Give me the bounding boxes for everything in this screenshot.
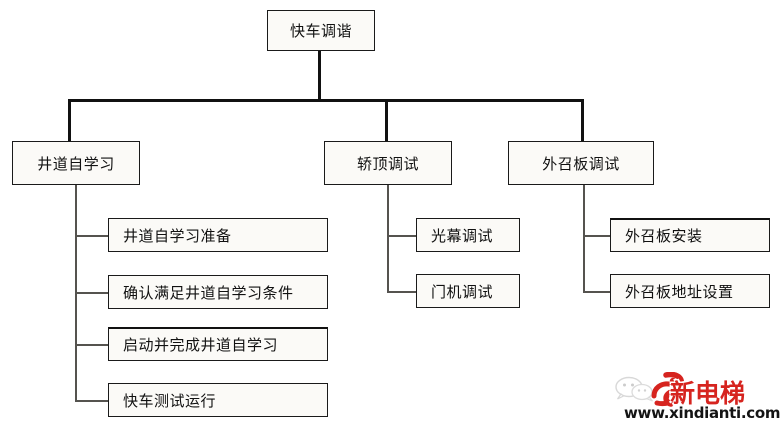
connector-spine-branch-3 xyxy=(583,185,585,293)
connector-stub-1-1 xyxy=(75,235,109,237)
connector-stub-1-4 xyxy=(75,400,109,402)
connector-stub-3-1 xyxy=(583,235,611,237)
node-root[interactable]: 快车调谐 xyxy=(267,10,375,51)
node-leaf-3-1[interactable]: 外召板安装 xyxy=(610,218,770,252)
connector-drop-branch-1 xyxy=(68,99,71,142)
node-leaf-1-4-label: 快车测试运行 xyxy=(123,392,217,410)
node-leaf-1-1-label: 井道自学习准备 xyxy=(123,227,232,245)
connector-root-stem xyxy=(318,51,321,100)
node-leaf-1-3[interactable]: 启动并完成井道自学习 xyxy=(108,327,328,361)
node-leaf-1-3-label: 启动并完成井道自学习 xyxy=(123,337,279,354)
wechat-bubble-icon xyxy=(615,376,653,402)
brand-mark-icon xyxy=(651,372,685,407)
connector-stub-2-2 xyxy=(387,291,417,293)
watermark-url-text: www.xindianti.com xyxy=(624,404,781,422)
node-leaf-2-2-label: 门机调试 xyxy=(431,283,494,301)
connector-drop-branch-3 xyxy=(581,99,584,142)
node-root-label: 快车调谐 xyxy=(289,23,352,40)
node-leaf-1-2-label: 确认满足井道自学习条件 xyxy=(123,284,294,302)
node-leaf-1-1[interactable]: 井道自学习准备 xyxy=(108,218,328,252)
node-leaf-3-2-label: 外召板地址设置 xyxy=(625,283,734,301)
connector-stub-3-2 xyxy=(583,291,611,293)
connector-stub-1-3 xyxy=(75,344,109,346)
node-branch-2[interactable]: 轿顶调试 xyxy=(324,141,452,185)
node-branch-3-label: 外召板调试 xyxy=(542,155,620,173)
node-leaf-2-2[interactable]: 门机调试 xyxy=(416,274,520,308)
connector-horizontal-bus xyxy=(68,99,584,102)
node-leaf-3-2[interactable]: 外召板地址设置 xyxy=(610,274,770,308)
watermark: 新电梯 www.xindianti.com xyxy=(612,372,781,428)
node-branch-2-label: 轿顶调试 xyxy=(356,155,419,173)
node-leaf-3-1-label: 外召板安装 xyxy=(625,228,703,245)
watermark-brand-text: 新电梯 xyxy=(670,379,746,408)
node-leaf-1-2[interactable]: 确认满足井道自学习条件 xyxy=(108,275,328,309)
node-leaf-1-4[interactable]: 快车测试运行 xyxy=(108,383,328,417)
connector-stub-2-1 xyxy=(387,235,417,237)
connector-drop-branch-2 xyxy=(385,99,388,142)
node-leaf-2-1[interactable]: 光幕调试 xyxy=(416,218,520,252)
node-branch-1-label: 井道自学习 xyxy=(37,155,115,173)
connector-stub-1-2 xyxy=(75,292,109,294)
node-leaf-2-1-label: 光幕调试 xyxy=(431,227,494,245)
connector-spine-branch-2 xyxy=(387,185,389,293)
node-branch-1[interactable]: 井道自学习 xyxy=(12,141,140,185)
node-branch-3[interactable]: 外召板调试 xyxy=(508,141,654,185)
